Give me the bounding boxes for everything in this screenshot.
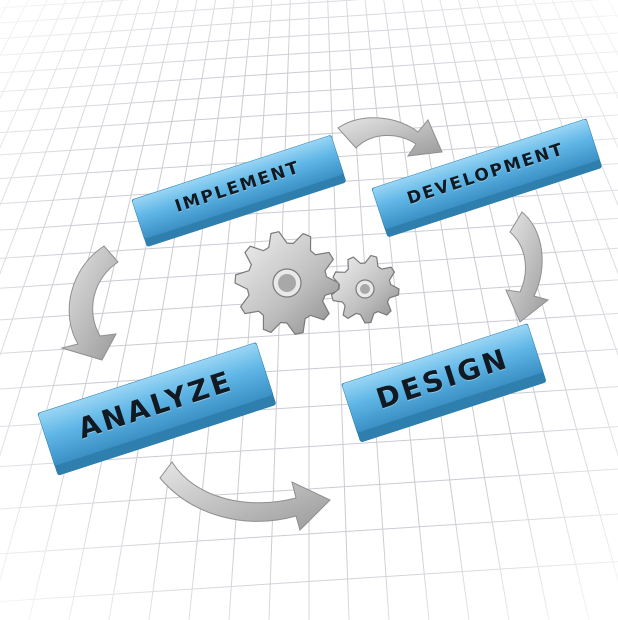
gears-icon [234,230,400,336]
curved-arrow-icon [337,117,443,157]
stage-block-implement: IMPLEMENT [131,135,346,247]
curved-arrow-icon [60,245,119,361]
stage-block-development: DEVELOPMENT [371,118,602,237]
stage-block-design: DESIGN [341,323,547,443]
stage-block-analyze: ANALYZE [37,342,276,476]
curved-arrow-icon [159,461,331,531]
curved-arrow-icon [505,211,550,323]
